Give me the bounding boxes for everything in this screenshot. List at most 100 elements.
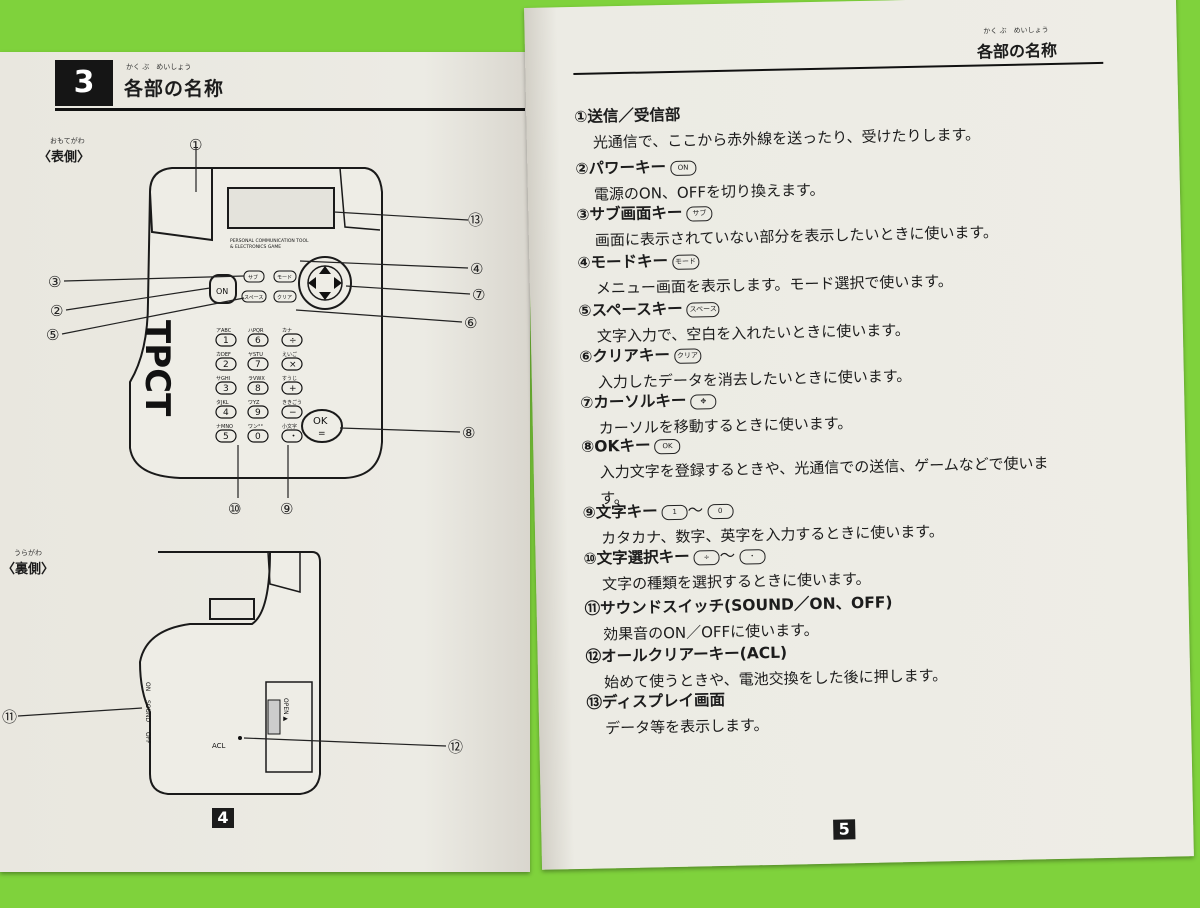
header-ruby: かく ぶ めいしょう — [983, 26, 1049, 36]
clear-key-label: クリア — [277, 295, 292, 301]
part-number: ⑤ — [578, 301, 592, 320]
keypad-key-caption: ラVWX — [248, 376, 265, 382]
key-icon: スペース — [686, 301, 720, 318]
on-key-body — [209, 274, 237, 304]
keypad-key-digit: × — [289, 360, 297, 370]
keypad-key — [281, 357, 303, 371]
header-rule — [573, 61, 1104, 75]
keypad-key-digit: 9 — [255, 408, 261, 418]
range-tilde: 〜 — [719, 546, 736, 566]
part-name: ディスプレイ画面 — [601, 690, 726, 712]
display-window — [227, 187, 335, 229]
keypad-key-digit: ÷ — [289, 336, 297, 346]
keypad-key — [247, 405, 269, 419]
part-item: ⑥クリアキークリア入力したデータを消去したいときに使います。 — [579, 338, 911, 393]
keypad-key-caption: ききごう — [282, 399, 302, 406]
key-icon-end: 0 — [707, 503, 734, 520]
part-description: 入力文字を登録するときや、光通信での送信、ゲームなどで使いま — [599, 454, 1049, 482]
keypad-key-caption: えいご — [282, 351, 297, 358]
callout-10: ⑩ — [228, 500, 241, 518]
key-icon: ✥ — [690, 394, 717, 410]
callout-5: ⑤ — [46, 326, 59, 344]
device-diagram: PERSONAL COMMUNICATION TOOL & ELECTRONIC… — [2, 136, 485, 795]
keypad-key-digit: 6 — [255, 336, 261, 346]
keypad-key-digit: 5 — [223, 432, 229, 442]
key-icon: OK — [654, 438, 681, 455]
page-number-right: 5 — [833, 819, 856, 840]
keypad-key — [247, 381, 269, 395]
part-number: ⑥ — [579, 347, 593, 366]
keypad-key-digit: ・ — [289, 432, 298, 442]
keypad-key-digit: 4 — [223, 408, 229, 418]
back-ruby: うらがわ — [14, 549, 42, 557]
part-number: ④ — [577, 253, 591, 272]
callout-4: ④ — [470, 260, 483, 278]
page-number-left: 4 — [212, 808, 234, 828]
section-number-box: 3 — [55, 60, 113, 106]
keypad-key-caption: ヤSTU — [248, 352, 263, 358]
keypad-key-caption: カDEF — [216, 352, 231, 358]
switch-text-sound: SOUND — [144, 700, 151, 722]
ok-key-label: OK — [313, 416, 328, 427]
ok-key-label2: = — [318, 429, 326, 439]
front-label: 〈表側〉 — [38, 150, 91, 165]
space-key — [241, 290, 267, 303]
part-item: ⑪サウンドスイッチ(SOUND／ON、OFF)効果音のON／OFFに使います。 — [584, 590, 893, 644]
part-number: ⑫ — [585, 647, 602, 666]
keypad-key-caption: ハPQR — [248, 328, 264, 334]
part-number: ⑩ — [583, 549, 597, 568]
callout-1: ① — [189, 136, 202, 154]
part-number: ⑧ — [581, 437, 595, 456]
title-ruby: かく ぶ めいしょう — [126, 63, 192, 71]
part-name: サウンドスイッチ(SOUND／ON、OFF) — [599, 593, 893, 618]
keypad-key — [247, 333, 269, 347]
page-title: 各部の名称 — [124, 78, 225, 100]
keypad-key — [215, 405, 237, 419]
part-number: ② — [575, 159, 589, 178]
open-label: OPEN ▲ — [282, 698, 289, 722]
tagline-2: & ELECTRONICS GAME — [230, 244, 281, 250]
keypad-key — [215, 357, 237, 371]
part-number: ⑬ — [586, 693, 603, 712]
keypad-key-digit: 2 — [223, 360, 229, 370]
keypad-key-caption: サGHI — [216, 376, 230, 382]
part-number: ⑦ — [580, 393, 594, 412]
callout-11: ⑪ — [2, 708, 17, 726]
header-title: 各部の名称 — [976, 40, 1058, 62]
part-description: 文字の種類を選択するときに使います。 — [601, 569, 871, 594]
callout-9: ⑨ — [280, 500, 293, 518]
part-name: 文字キー — [595, 502, 658, 522]
part-name: カーソルキー — [593, 391, 687, 412]
keypad-key-caption: アABC — [216, 328, 232, 334]
callout-7: ⑦ — [472, 286, 485, 304]
part-name: OKキー — [594, 436, 651, 456]
battery-cover — [265, 681, 313, 773]
front-ruby: おもてがわ — [50, 137, 85, 145]
callout-numbers: ① ⑬ ③ ④ ② ⑦ ⑤ ⑥ ⑧ ⑩ ⑨ ⑪ ⑫ — [2, 136, 485, 756]
part-name: 文字選択キー — [596, 547, 690, 568]
mode-key-label: モード — [277, 275, 292, 281]
keypad-key-caption: タJKL — [216, 399, 229, 406]
sub-key-label: サブ — [248, 274, 258, 281]
part-item: ③サブ画面キーサブ画面に表示されていない部分を表示したいときに使います。 — [576, 194, 998, 251]
key-icon: クリア — [673, 348, 702, 364]
keypad-key — [281, 333, 303, 347]
callout-6: ⑥ — [464, 314, 477, 332]
keypad-key-caption: 小文字 — [282, 423, 297, 430]
key-icon: ÷ — [693, 550, 720, 566]
part-number: ③ — [576, 205, 590, 224]
switch-text-on: ON — [144, 682, 151, 691]
part-name: オールクリアーキー(ACL) — [600, 643, 788, 666]
tagline-1: PERSONAL COMMUNICATION TOOL — [230, 238, 309, 244]
part-number: ⑪ — [584, 599, 601, 618]
keypad-key — [215, 333, 237, 347]
part-number: ⑨ — [582, 503, 596, 522]
callout-13: ⑬ — [468, 211, 483, 229]
part-item: ⑩文字選択キー÷〜・文字の種類を選択するときに使います。 — [583, 541, 870, 595]
part-name: パワーキー — [588, 158, 667, 178]
keypad-key-digit: 7 — [255, 360, 261, 370]
ir-window — [149, 168, 213, 242]
part-item: ④モードキーモードメニュー画面を表示します。モード選択で使います。 — [577, 243, 953, 299]
